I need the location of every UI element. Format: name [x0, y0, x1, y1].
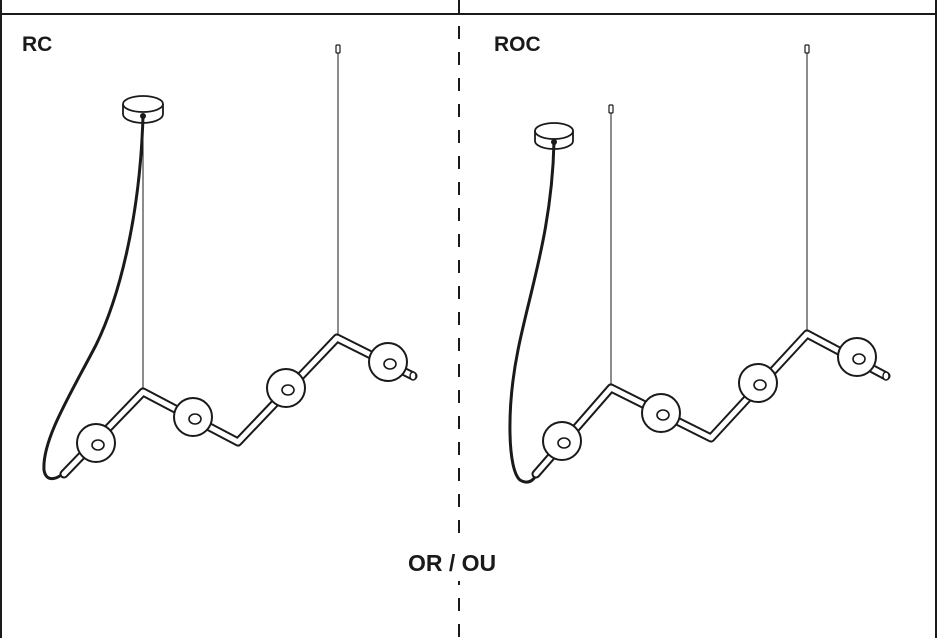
panel-label-roc: ROC: [494, 33, 541, 57]
bulb-icon: [76, 423, 116, 463]
bulb-icon: [542, 421, 582, 461]
bulb-icon: [266, 368, 306, 408]
power-cord: [42, 115, 145, 481]
panel-label-rc: RC: [22, 33, 53, 57]
bulb-icon: [368, 342, 408, 382]
lamp-arm: [531, 329, 891, 479]
roc-fixture: [508, 44, 891, 484]
bulb-icon: [641, 393, 681, 433]
bulb-icon: [837, 337, 877, 377]
power-cord: [508, 141, 556, 484]
separator-label: OR / OU: [400, 546, 505, 581]
rc-fixture: [42, 44, 418, 481]
lamp-arm: [59, 333, 418, 479]
bulb-icon: [738, 363, 778, 403]
bulb-icon: [173, 397, 213, 437]
